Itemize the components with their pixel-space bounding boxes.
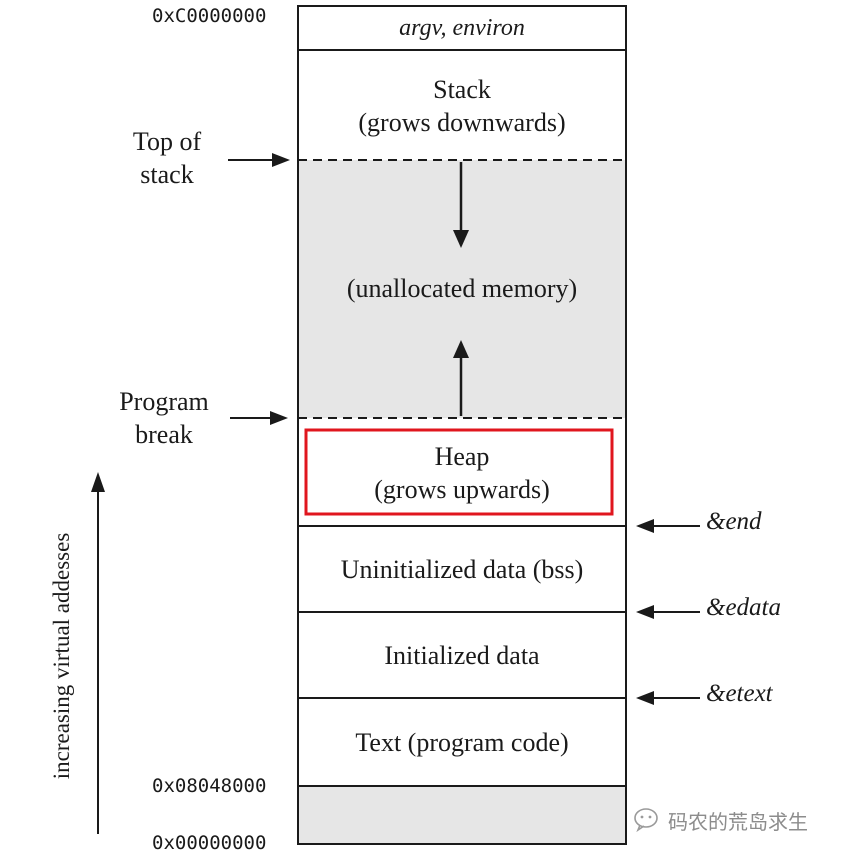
address-bottom: 0x00000000	[152, 832, 267, 854]
heap-growth-arrow-head	[453, 340, 469, 358]
heap-label: Heap	[434, 442, 490, 471]
text-segment-label: Text (program code)	[355, 728, 569, 757]
edata-pointer-label: &edata	[706, 594, 781, 621]
address-text-start: 0x08048000	[152, 775, 267, 797]
top-of-stack-label-line1: Top of	[132, 127, 202, 156]
top-of-stack-label-line2: stack	[140, 160, 194, 189]
address-axis-label: increasing virtual addesses	[49, 532, 74, 780]
top-of-stack-arrow-head	[272, 153, 290, 167]
address-top: 0xC0000000	[152, 5, 267, 27]
argv-environ-label: argv, environ	[399, 15, 525, 41]
program-break-label-line2: break	[135, 420, 193, 449]
bss-label: Uninitialized data (bss)	[340, 555, 584, 584]
heap-highlight-box	[304, 428, 614, 516]
etext-arrow-head	[636, 691, 654, 705]
stack-growth-label: (grows downwards)	[358, 108, 566, 137]
wechat-icon	[634, 808, 658, 833]
reserved-low-region	[298, 786, 626, 844]
initialized-data-label: Initialized data	[384, 641, 540, 670]
address-axis-arrow-head	[91, 472, 105, 492]
watermark-text: 码农的荒岛求生	[668, 810, 808, 834]
unallocated-memory-label: (unallocated memory)	[346, 274, 578, 303]
edata-arrow-head	[636, 605, 654, 619]
etext-pointer-label: &etext	[706, 680, 773, 707]
program-break-label-line1: Program	[119, 387, 209, 416]
heap-growth-label: (grows upwards)	[374, 475, 550, 504]
program-break-arrow-head	[270, 411, 288, 425]
stack-growth-arrow-head	[453, 230, 469, 248]
end-pointer-label: &end	[706, 508, 762, 535]
memory-box	[297, 5, 627, 845]
end-arrow-head	[636, 519, 654, 533]
stack-label: Stack	[433, 75, 491, 104]
